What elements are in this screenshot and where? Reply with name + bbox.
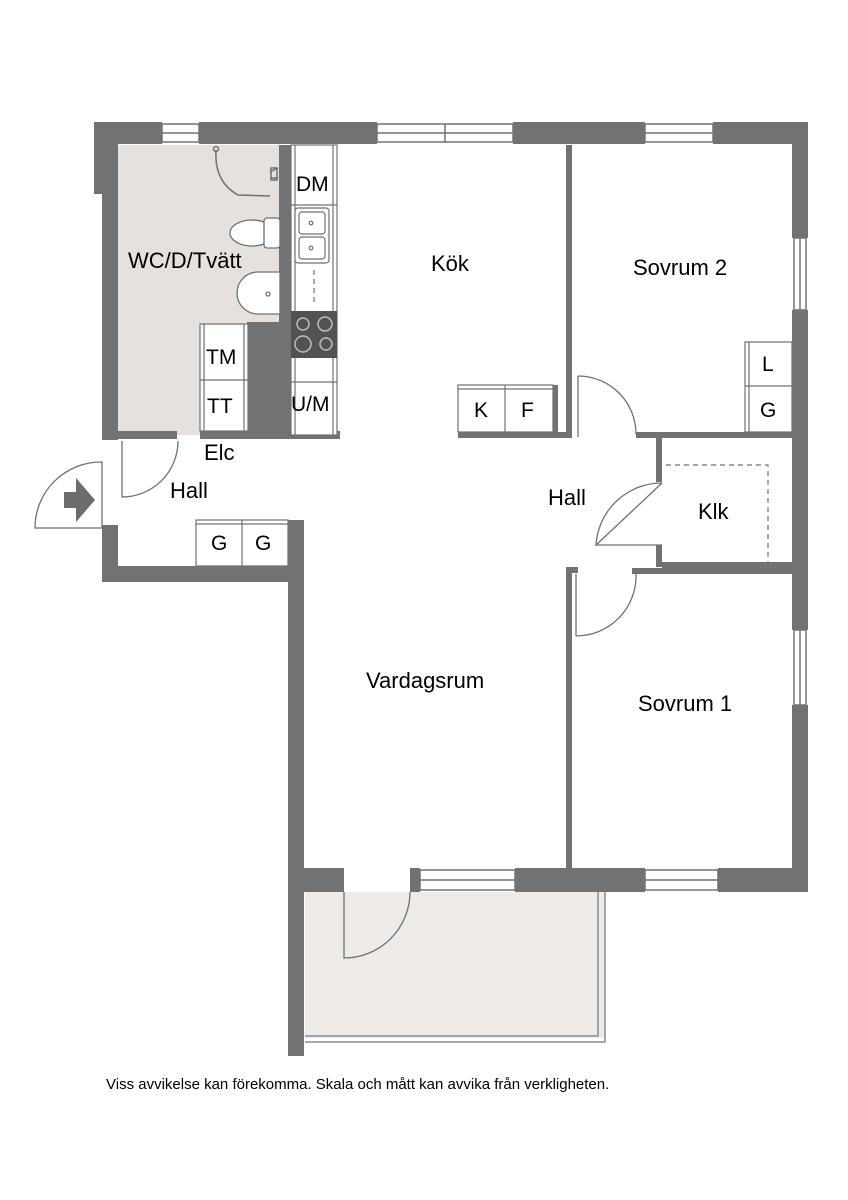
- laundry-units: [199, 323, 249, 432]
- label-bedroom-1: Sovrum 1: [638, 691, 732, 716]
- label-wardrobe-g-hall-2: G: [255, 532, 271, 555]
- label-electric: Elc: [204, 440, 235, 465]
- label-living-room: Vardagsrum: [366, 668, 484, 693]
- label-tumble-dryer: TT: [207, 395, 233, 418]
- disclaimer-text: Viss avvikelse kan förekomma. Skala och …: [106, 1076, 610, 1093]
- label-kitchen: Kök: [431, 251, 470, 276]
- door-swings: [121, 375, 663, 959]
- washbasin-icon: [236, 271, 281, 315]
- interior-walls: [117, 145, 792, 868]
- label-bedroom-2: Sovrum 2: [633, 255, 727, 280]
- balcony-railing: [305, 892, 606, 1043]
- stove-icon: [291, 311, 337, 358]
- label-wardrobe-l: L: [762, 353, 774, 376]
- closet-shelf: [666, 464, 769, 562]
- label-hall-entrance: Hall: [170, 478, 208, 503]
- label-fridge: K: [474, 399, 488, 422]
- sink-icon: [294, 207, 330, 264]
- label-wardrobe-g-hall-1: G: [211, 532, 227, 555]
- balcony-floor: [305, 892, 605, 1038]
- windows: [161, 123, 807, 891]
- label-wardrobe-g-bedroom: G: [760, 399, 776, 422]
- label-hall-inner: Hall: [548, 485, 586, 510]
- label-freezer: F: [521, 399, 534, 422]
- entrance-door: [34, 461, 103, 529]
- kitchen-counter: [290, 144, 338, 436]
- label-oven-microwave: U/M: [291, 393, 330, 416]
- shower-icon: [212, 145, 279, 197]
- entrance-arrow-icon: [64, 478, 95, 522]
- wardrobes: [195, 341, 793, 567]
- toilet-icon: [229, 217, 281, 249]
- label-washing-machine: TM: [206, 346, 236, 369]
- label-dishwasher: DM: [296, 173, 329, 196]
- fridge-freezer-cabinets: [457, 384, 554, 433]
- label-wc: WC/D/Tvätt: [128, 248, 242, 273]
- outer-walls: [94, 122, 808, 1056]
- label-closet: Klk: [698, 499, 730, 524]
